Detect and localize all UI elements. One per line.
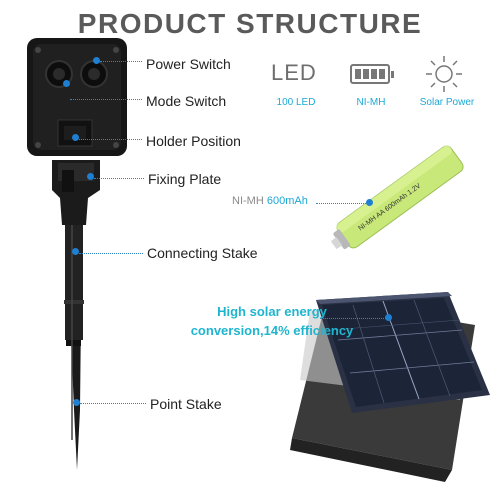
fixing-plate-line (94, 178, 144, 179)
feature-nimh-label: NI-MH (356, 97, 386, 108)
power-switch-line (100, 61, 142, 62)
solar-caption: High solar energy conversion,14% efficie… (172, 302, 372, 340)
battery-dot (366, 199, 373, 206)
solar-line (320, 318, 386, 319)
solar-caption-line1: High solar energy (217, 304, 327, 319)
solar-dot (385, 314, 392, 321)
point-stake-label: Point Stake (150, 396, 222, 412)
battery-line (316, 203, 368, 204)
battery-caption: NI-MH 600mAh (232, 195, 308, 207)
battery-icon (350, 64, 394, 84)
fixing-plate-label: Fixing Plate (148, 171, 222, 187)
solar-panel-illustration (290, 292, 490, 482)
stake-illustration (64, 215, 84, 470)
connecting-stake-dot (72, 248, 79, 255)
mode-switch-line (70, 99, 142, 100)
battery-capacity: 600mAh (266, 195, 308, 207)
holder-position-dot (72, 134, 79, 141)
led-icon: LED (271, 60, 317, 85)
power-switch-dot (93, 57, 100, 64)
holder-position-line (79, 139, 142, 140)
point-stake-dot (73, 399, 80, 406)
fixing-plate-dot (87, 173, 94, 180)
feature-led-label: 100 LED (276, 97, 316, 108)
feature-solar-label: Solar Power (419, 97, 475, 108)
point-stake-line (80, 403, 146, 404)
power-switch-label: Power Switch (146, 56, 231, 72)
solar-caption-line2: conversion,14% efficiency (190, 323, 354, 338)
holder-position-label: Holder Position (146, 133, 241, 149)
control-box-illustration (27, 38, 127, 156)
battery-type: NI-MH (232, 195, 264, 207)
mode-switch-label: Mode Switch (146, 93, 227, 109)
connecting-stake-line (79, 253, 143, 254)
connecting-stake-label: Connecting Stake (147, 245, 258, 261)
mode-switch-dot (63, 80, 70, 87)
page-title: PRODUCT STRUCTURE (77, 8, 423, 39)
